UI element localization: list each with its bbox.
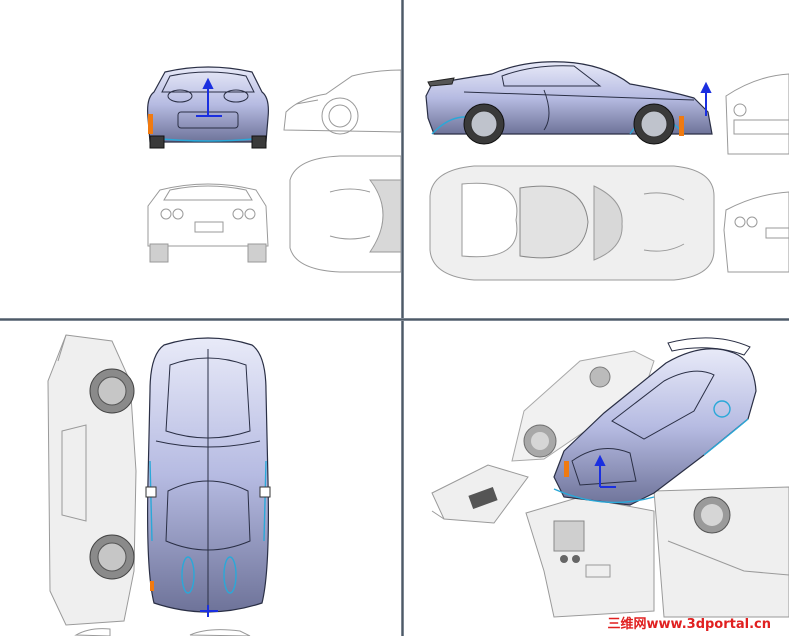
perspective-handle[interactable] (564, 461, 569, 477)
viewport-front[interactable] (0, 0, 401, 318)
reference-plane-rear (525, 496, 655, 618)
rear-reference-partial (723, 191, 789, 273)
top-handle[interactable] (150, 581, 154, 591)
viewport-perspective[interactable] (404, 321, 789, 636)
top-reference-image (429, 165, 715, 281)
front-reference-partial (725, 73, 789, 155)
side-reference-image (47, 334, 137, 626)
reference-plane-right (653, 486, 789, 618)
reference-plane-bottom-left (431, 464, 529, 524)
side-origin-axis-icon (700, 81, 712, 116)
watermark-text: 三维网www.3dportal.cn (607, 617, 771, 632)
viewport-top[interactable] (0, 321, 401, 636)
viewport-divider-horizontal[interactable] (0, 318, 789, 321)
top-body-model[interactable] (145, 337, 271, 613)
side-handle[interactable] (679, 116, 684, 136)
reference-plane-side (511, 350, 655, 462)
side-body-model[interactable] (425, 61, 713, 145)
side-reference-image (283, 69, 401, 135)
rear-reference-image (147, 183, 269, 263)
viewport-side[interactable] (404, 0, 789, 318)
perspective-origin-axis-icon (594, 454, 616, 488)
front-handle[interactable] (148, 114, 153, 134)
top-origin-axis-icon (200, 605, 218, 617)
front-origin-axis-icon (196, 77, 222, 117)
top-reference-image (289, 155, 401, 273)
bottom-reference-edge (74, 628, 111, 636)
